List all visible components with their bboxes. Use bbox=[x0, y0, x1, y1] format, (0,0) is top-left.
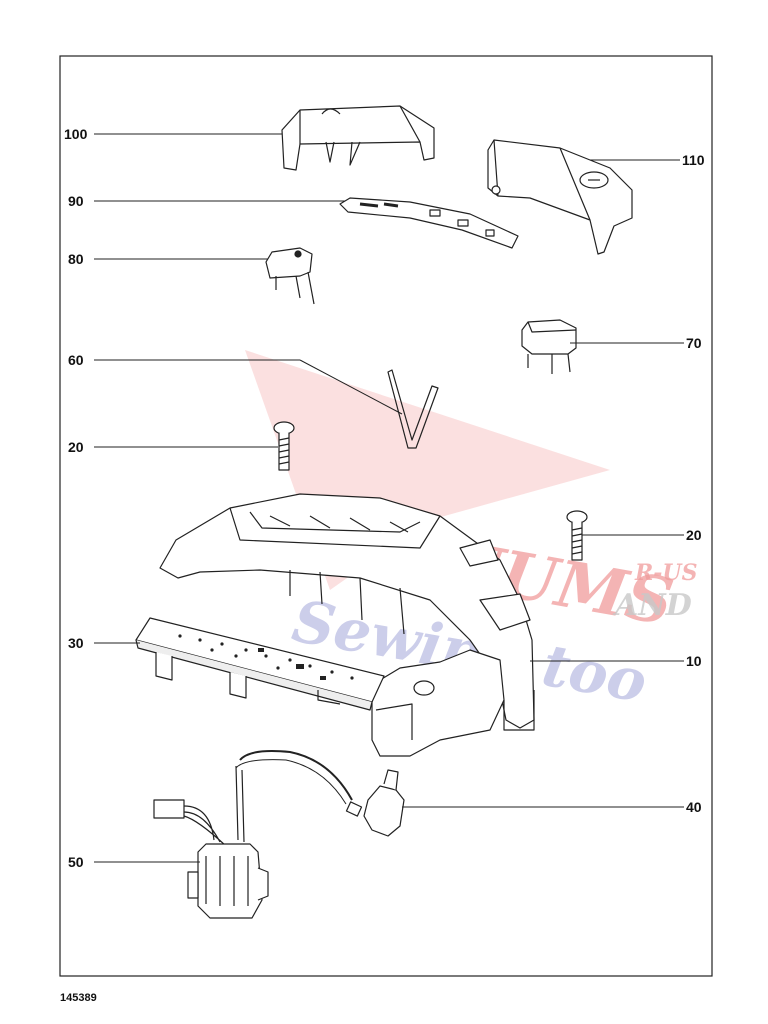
part-90-membrane bbox=[339, 197, 519, 249]
callout-70: 70 bbox=[686, 335, 702, 351]
part-10-housing bbox=[159, 493, 535, 757]
leader-lines bbox=[94, 133, 684, 863]
callout-40: 40 bbox=[686, 799, 702, 815]
part-110-side-cover bbox=[487, 139, 633, 255]
callout-90: 90 bbox=[68, 193, 84, 209]
callout-110: 110 bbox=[682, 152, 705, 168]
part-40-switch bbox=[235, 750, 405, 837]
part-20-screw-left bbox=[273, 421, 295, 471]
part-50-harness bbox=[153, 765, 269, 919]
watermark-and: AND bbox=[612, 588, 692, 623]
callout-20-left: 20 bbox=[68, 439, 84, 455]
part-70-switch-cap bbox=[521, 319, 577, 374]
callout-50: 50 bbox=[68, 854, 84, 870]
callout-80: 80 bbox=[68, 251, 84, 267]
callout-10: 10 bbox=[686, 653, 702, 669]
callout-60: 60 bbox=[68, 352, 84, 368]
callout-100: 100 bbox=[64, 126, 88, 142]
watermark-rus: R-US bbox=[634, 560, 698, 586]
part-30-pcb bbox=[135, 617, 385, 711]
callout-20-right: 20 bbox=[686, 527, 702, 543]
part-100-top-cover bbox=[281, 105, 435, 171]
part-20-screw-right bbox=[566, 510, 588, 561]
parts bbox=[135, 105, 633, 919]
document-number: 145389 bbox=[60, 992, 97, 1004]
diagram-frame bbox=[59, 55, 713, 977]
part-60-spring bbox=[387, 369, 439, 449]
callout-30: 30 bbox=[68, 635, 84, 651]
leader-60b bbox=[299, 359, 403, 415]
part-80-button bbox=[265, 247, 315, 305]
callout-labels: 100 90 80 60 20 30 50 110 70 20 10 40 bbox=[64, 126, 705, 870]
